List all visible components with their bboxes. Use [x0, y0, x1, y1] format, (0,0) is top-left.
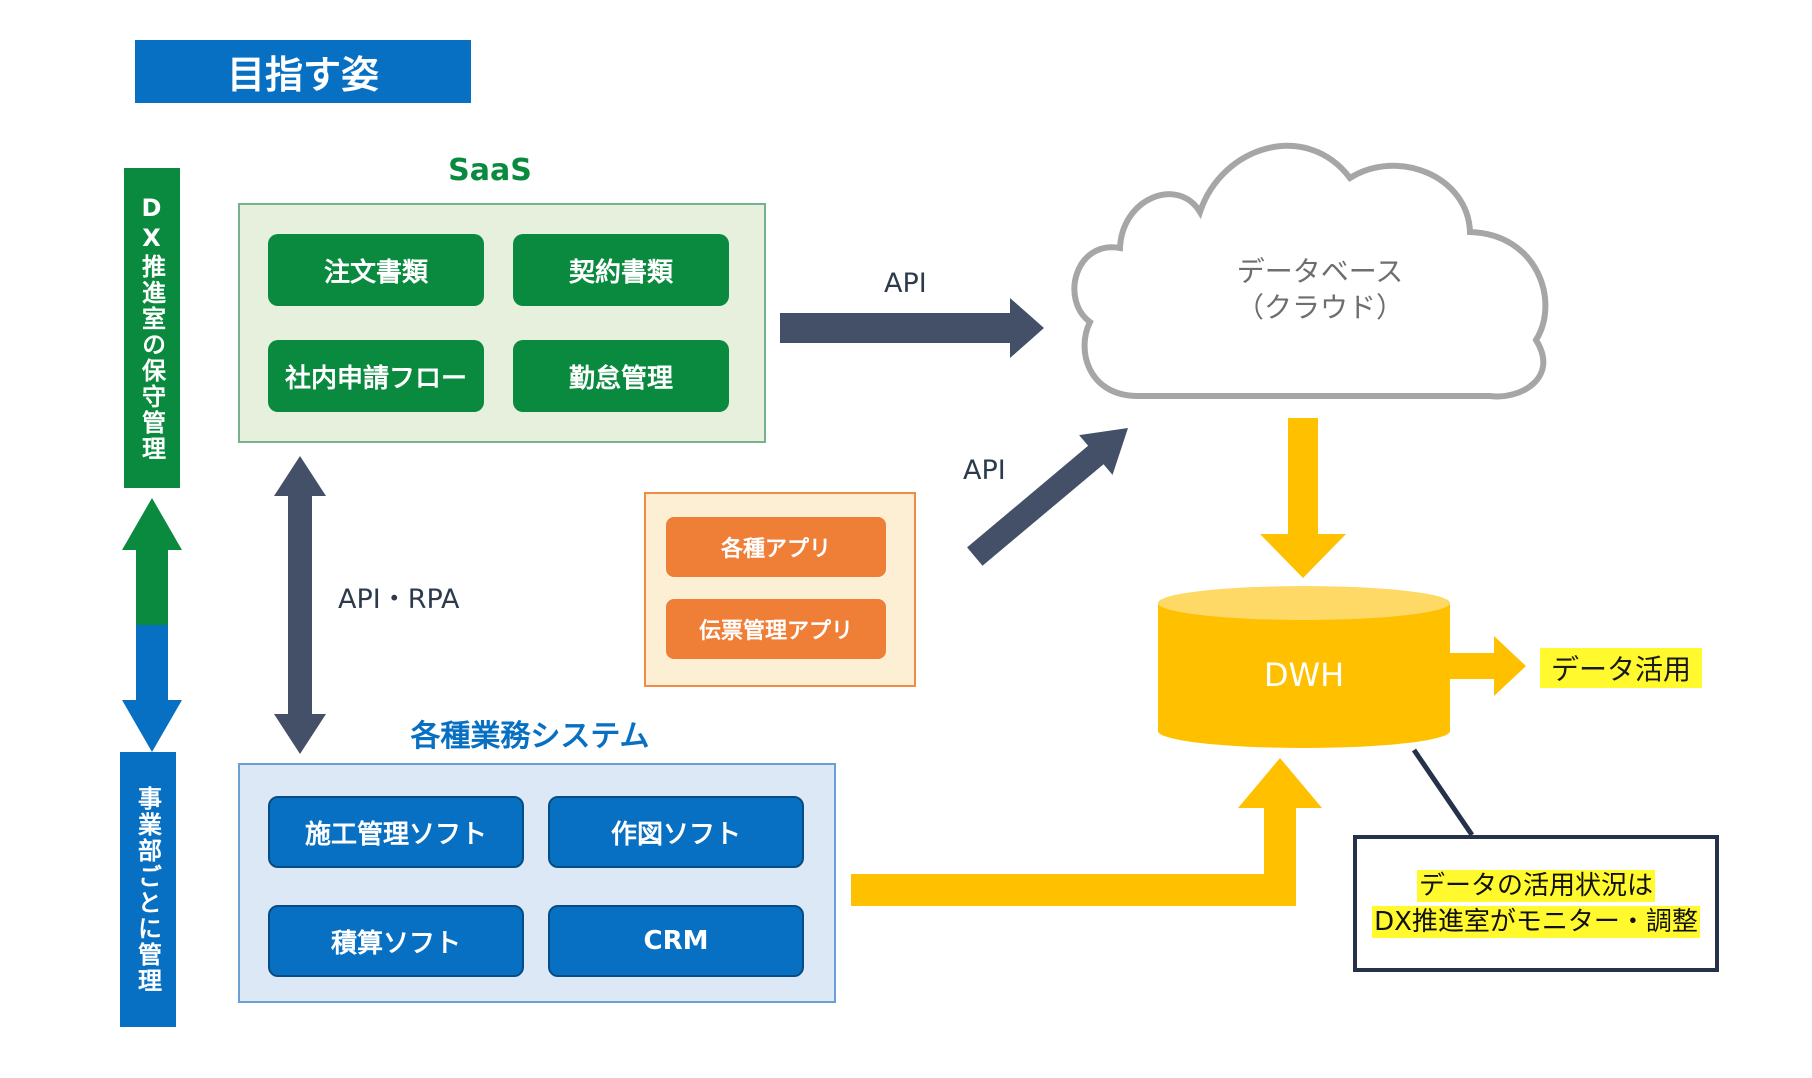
apps-chip-various: 各種アプリ: [666, 517, 886, 577]
saas-chip-contracts: 契約書類: [513, 234, 729, 306]
dwh-to-use-arrow: [1450, 636, 1526, 696]
cloud-label-line2: （クラウド）: [1235, 291, 1404, 324]
systems-to-dwh-arrow: [851, 758, 1322, 906]
saas-chip-attendance: 勤怠管理: [513, 340, 729, 412]
cloud-label: データベース （クラウド）: [1170, 250, 1470, 330]
cloud-to-dwh-arrow: [1260, 418, 1346, 578]
data-use-label: データ活用: [1540, 648, 1702, 688]
dx-office-label: DX推進室の保守管理: [124, 168, 180, 488]
apps-cloud-edge-label: API: [963, 455, 1006, 486]
dwh-label: DWH: [1263, 656, 1345, 694]
saas-chip-internal-request: 社内申請フロー: [268, 340, 484, 412]
apps-to-cloud-arrow: [967, 428, 1128, 566]
saas-chip-orders: 注文書類: [268, 234, 484, 306]
cloud-shape: [1071, 142, 1549, 400]
note-line-2: DX推進室がモニター・調整: [1372, 905, 1700, 938]
systems-chip-estimation: 積算ソフト: [268, 905, 524, 977]
apps-chip-slip-management: 伝票管理アプリ: [666, 599, 886, 659]
dwh-cylinder: [1158, 586, 1450, 748]
saas-systems-arrow: [274, 456, 326, 754]
saas-cloud-edge-label: API: [884, 268, 927, 299]
monitoring-note: データの活用状況は DX推進室がモニター・調整: [1353, 835, 1719, 972]
cloud-label-line1: データベース: [1236, 255, 1404, 288]
saas-to-cloud-arrow: [780, 298, 1044, 358]
saas-systems-edge-label: API・RPA: [338, 584, 460, 615]
note-connector: [1411, 748, 1475, 837]
note-line-1: データの活用状況は: [1416, 869, 1655, 902]
systems-chip-construction: 施工管理ソフト: [268, 796, 524, 868]
saas-title: SaaS: [448, 152, 532, 188]
left-double-arrow: [122, 498, 182, 752]
systems-title: 各種業務システム: [410, 719, 650, 754]
systems-chip-crm: CRM: [548, 905, 804, 977]
systems-chip-drawing: 作図ソフト: [548, 796, 804, 868]
department-label: 事業部ごとに管理: [120, 752, 176, 1027]
page-title: 目指す姿: [135, 40, 471, 103]
